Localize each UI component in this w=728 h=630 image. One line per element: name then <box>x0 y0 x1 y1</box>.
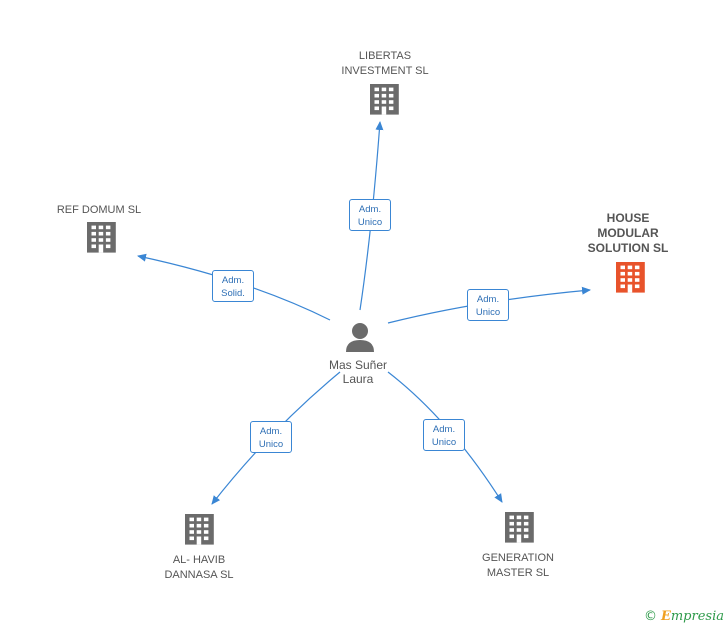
brand-rest: mpresia <box>670 609 724 624</box>
relation-badge-libertas: Adm. Unico <box>349 199 391 231</box>
relation-badge-generation: Adm. Unico <box>423 419 465 451</box>
building-icon-generation[interactable] <box>505 512 534 543</box>
person-icon[interactable] <box>346 323 374 352</box>
building-icon-house-modular[interactable] <box>616 262 645 293</box>
relation-badge-house-modular: Adm. Unico <box>467 289 509 321</box>
building-icon-al-havib[interactable] <box>185 514 214 545</box>
company-label-generation[interactable]: GENERATION MASTER SL <box>482 552 554 579</box>
company-label-ref-domum[interactable]: REF DOMUM SL <box>56 204 142 216</box>
building-icon-libertas[interactable] <box>370 84 399 115</box>
brand-initial: E <box>660 609 671 624</box>
relation-badge-ref-domum: Adm. Solid. <box>212 270 254 302</box>
empresia-watermark: ©Empresia <box>644 609 724 624</box>
building-icon-ref-domum[interactable] <box>87 222 116 253</box>
relation-badge-al-havib: Adm. Unico <box>250 421 292 453</box>
company-label-libertas[interactable]: LIBERTAS INVESTMENT SL <box>341 50 429 77</box>
person-label[interactable]: Mas Suñer Laura <box>328 358 388 386</box>
company-label-al-havib[interactable]: AL- HAVIB DANNASA SL <box>164 554 234 581</box>
company-label-house-modular[interactable]: HOUSE MODULAR SOLUTION SL <box>587 211 669 255</box>
copyright-icon: © <box>643 609 657 624</box>
